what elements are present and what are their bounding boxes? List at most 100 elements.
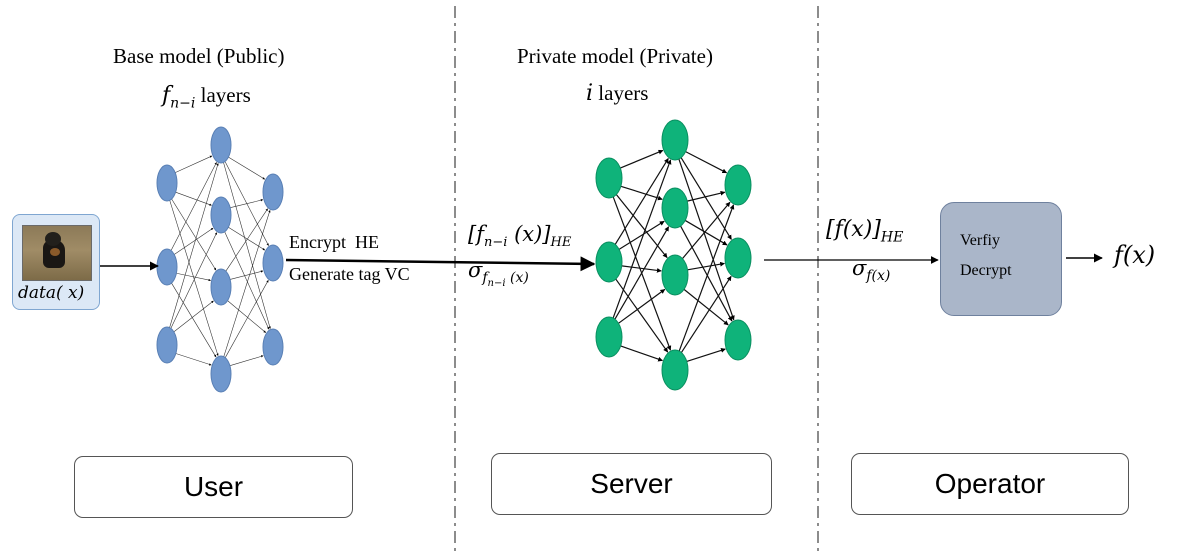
base-model-connection [229, 355, 264, 366]
input-data-box: data( x) [12, 214, 100, 310]
result-encrypted-formula: [f(x)]HE [826, 216, 903, 245]
res-he: HE [880, 229, 904, 246]
dog-chest [50, 248, 60, 256]
base-model-connection [223, 210, 271, 357]
input-data-label: data( x) [18, 283, 85, 303]
verify-label: Verfiy [960, 232, 1000, 249]
private-model-title: Private model (Private) [517, 44, 713, 68]
tag-formula: σfn−i (x) [468, 258, 529, 289]
base-model-connection [175, 191, 212, 206]
tag-sigma: σ [468, 258, 483, 282]
role-server: Server [491, 453, 772, 515]
private-model-connection [685, 151, 728, 174]
res-enc: [f(x)] [826, 217, 881, 242]
base-model-connection [170, 232, 218, 329]
enc-tail: (x)] [507, 222, 551, 246]
output-label: f(x) [1114, 241, 1156, 269]
private-model-connection [687, 261, 725, 271]
private-model-node [595, 157, 623, 199]
base-model-network [156, 126, 284, 393]
base-model-connection [224, 231, 270, 330]
private-model-node [661, 254, 689, 296]
enc-index: n−i [483, 235, 508, 251]
base-model-title: Base model (Public) [113, 44, 285, 68]
private-model-node [724, 319, 752, 361]
private-model-connection [620, 345, 663, 362]
private-model-connection [684, 219, 728, 246]
base-model-node [210, 268, 232, 306]
base-model-connection [174, 227, 214, 255]
private-model-connection [683, 288, 729, 326]
tag-f-index: n−i [487, 277, 506, 289]
base-model-connection [169, 200, 219, 356]
private-model-node [724, 237, 752, 279]
base-model-connection [171, 282, 217, 358]
private-model-connection [680, 275, 732, 353]
base-model-index: n−i [170, 95, 196, 112]
base-model-connection [173, 300, 214, 333]
private-model-node [661, 119, 689, 161]
private-model-node [595, 316, 623, 358]
encrypt-he-label: Encrypt HE [289, 232, 379, 252]
base-model-connection [175, 353, 212, 366]
private-model-connection [686, 348, 726, 362]
base-model-symbol: f [162, 83, 171, 108]
base-model-connection [175, 155, 213, 173]
private-model-connection [618, 220, 665, 250]
base-model-connection [225, 208, 268, 272]
base-model-connection [169, 163, 219, 328]
base-model-node [262, 328, 284, 366]
base-model-node [210, 196, 232, 234]
user-to-server-arrow [285, 256, 596, 272]
base-model-layers-text: layers [195, 83, 251, 107]
enc-open: [f [468, 222, 484, 246]
base-model-node [156, 248, 178, 286]
base-model-subtitle: fn−i layers [162, 82, 251, 111]
role-user: User [74, 456, 353, 518]
private-model-connection [614, 158, 669, 245]
res-sigma: σ [852, 256, 867, 280]
base-model-connection [170, 162, 217, 251]
base-model-node [210, 126, 232, 164]
private-model-node [661, 349, 689, 391]
base-model-connection [228, 156, 266, 180]
private-model-connection [620, 149, 664, 169]
private-model-connection [620, 185, 663, 201]
private-model-connection [612, 159, 672, 319]
base-model-connection [227, 300, 266, 333]
base-model-connection [223, 162, 271, 329]
private-model-connection [678, 158, 735, 321]
private-model-symbol: i [586, 81, 594, 106]
dog-head [45, 232, 61, 246]
private-model-connection [614, 226, 670, 320]
private-model-connection [615, 194, 668, 259]
private-model-node [595, 241, 623, 283]
base-model-connection [176, 272, 211, 282]
base-model-node [156, 326, 178, 364]
tag-tail: (x) [505, 270, 529, 287]
private-model-connection [680, 157, 732, 240]
dog-image [22, 225, 92, 281]
generate-tag-label: Generate tag VC [289, 264, 410, 284]
private-model-network [595, 119, 752, 391]
private-model-connection [678, 204, 735, 352]
base-model-node [156, 164, 178, 202]
private-model-layers-text: layers [593, 81, 649, 105]
decrypt-label: Decrypt [960, 262, 1012, 279]
private-model-connection [687, 190, 726, 202]
base-model-node [262, 173, 284, 211]
private-model-connection [618, 288, 666, 324]
verify-decrypt-box [940, 202, 1062, 316]
private-model-connection [621, 265, 662, 273]
tag-f: f [482, 270, 488, 287]
base-model-connection [230, 270, 264, 280]
base-model-connection [228, 226, 266, 251]
private-model-node [661, 187, 689, 229]
base-model-node [262, 244, 284, 282]
private-model-connection [615, 278, 669, 353]
base-model-connection [230, 199, 264, 209]
private-model-connection [680, 225, 733, 322]
base-model-connection [171, 198, 217, 271]
private-model-connection [681, 201, 731, 260]
